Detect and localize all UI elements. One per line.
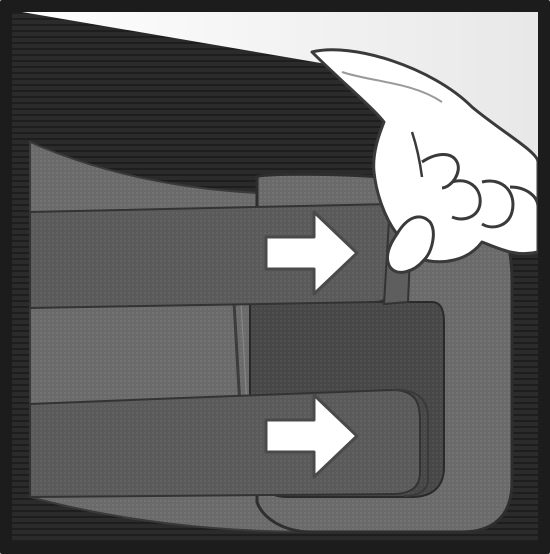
brace-illustration bbox=[12, 12, 538, 542]
lower-strap bbox=[30, 390, 420, 497]
brace-svg bbox=[12, 12, 538, 542]
